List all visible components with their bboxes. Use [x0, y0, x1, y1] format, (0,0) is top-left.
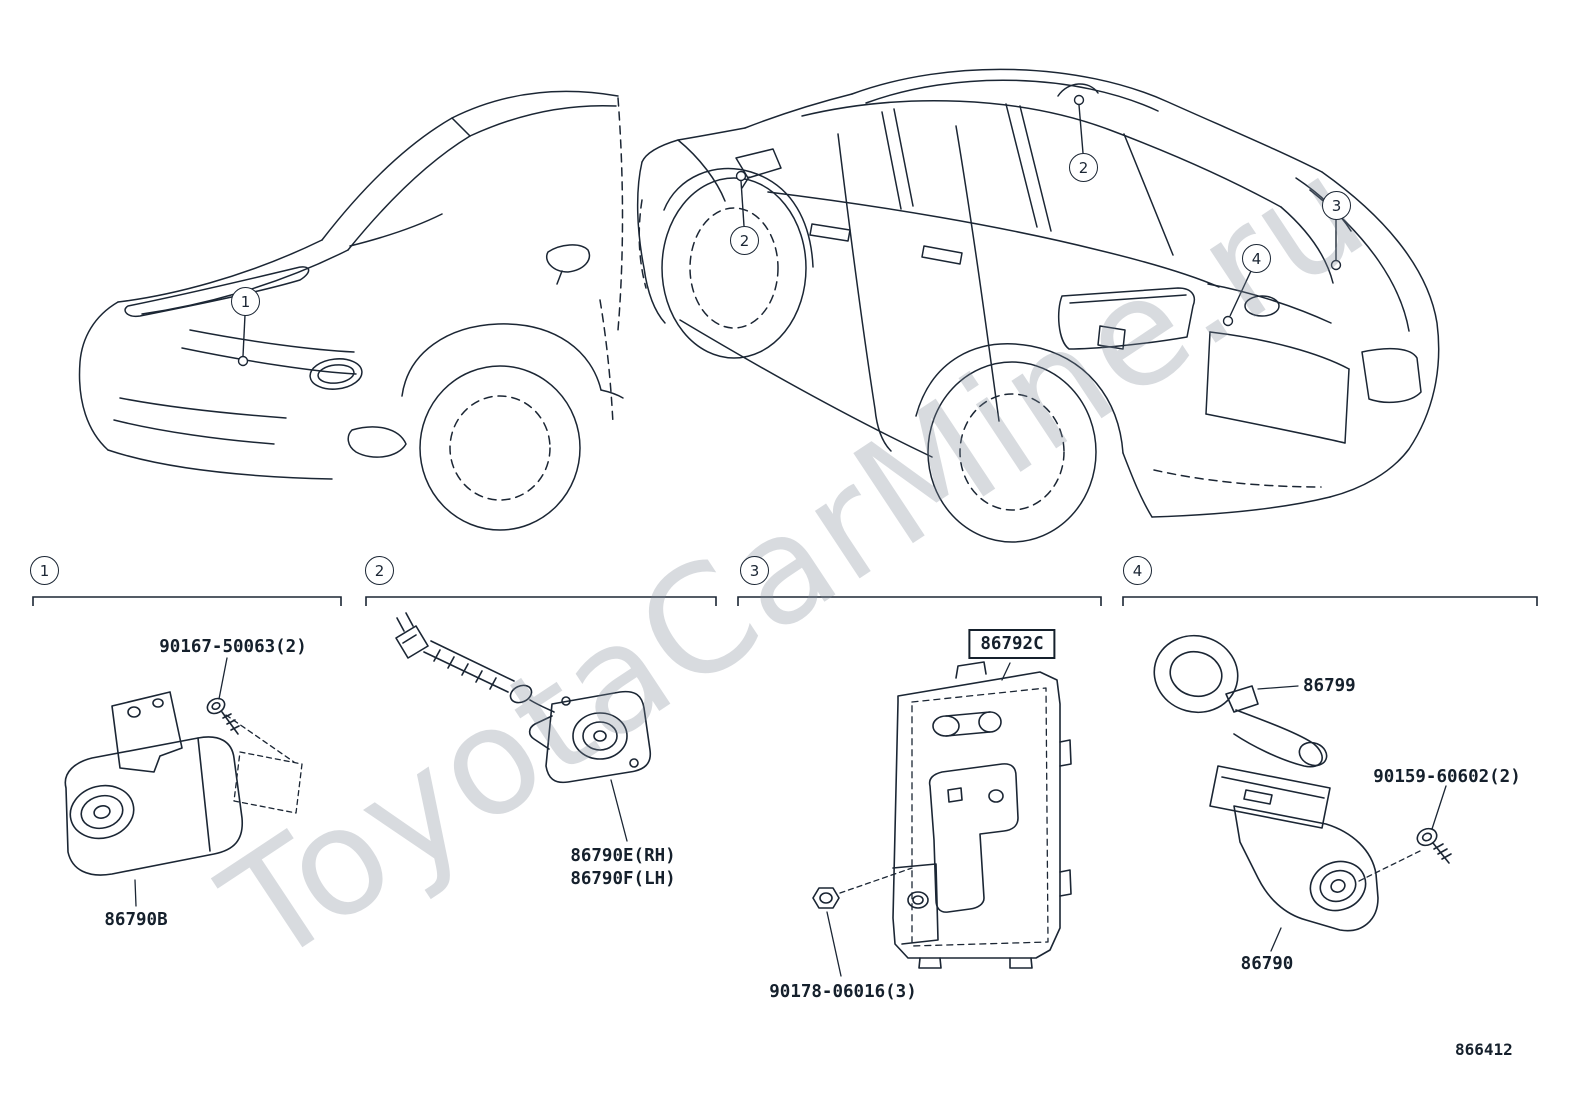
side-camera-lh-label: 86790F(LH)	[570, 869, 676, 889]
callout-2-roof-marker: 2	[1069, 153, 1098, 182]
side-camera-drawing	[395, 612, 652, 842]
section-1-number: 1	[30, 556, 59, 585]
rear-camera-clamp-label: 86799	[1303, 676, 1356, 696]
front-camera-screw-label: 90167-50063(2)	[159, 637, 307, 657]
camera-computer-drawing	[812, 661, 1072, 977]
computer-nut-label: 90178-06016(3)	[769, 982, 917, 1002]
section-2-number: 2	[365, 556, 394, 585]
callout-4-marker: 4	[1242, 244, 1271, 273]
rear-camera-screw-label: 90159-60602(2)	[1373, 767, 1521, 787]
rear-car-drawing	[636, 68, 1440, 543]
section-4-number: 4	[1123, 556, 1152, 585]
front-camera-label: 86790B	[104, 910, 168, 930]
front-car-drawing	[78, 90, 624, 531]
section-brackets	[32, 596, 1538, 606]
callout-3-marker: 3	[1322, 191, 1351, 220]
camera-computer-label: 86792C	[968, 629, 1056, 659]
rear-camera-drawing	[1153, 634, 1452, 952]
callout-2-door-marker: 2	[730, 226, 759, 255]
rear-camera-label: 86790	[1240, 954, 1294, 974]
figure-number: 866412	[1455, 1040, 1513, 1059]
side-camera-rh-label: 86790E(RH)	[570, 846, 676, 866]
front-camera-drawing	[64, 657, 303, 907]
callout-1-marker: 1	[231, 287, 260, 316]
callout-leader-lines	[237, 94, 1342, 367]
section-3-number: 3	[740, 556, 769, 585]
